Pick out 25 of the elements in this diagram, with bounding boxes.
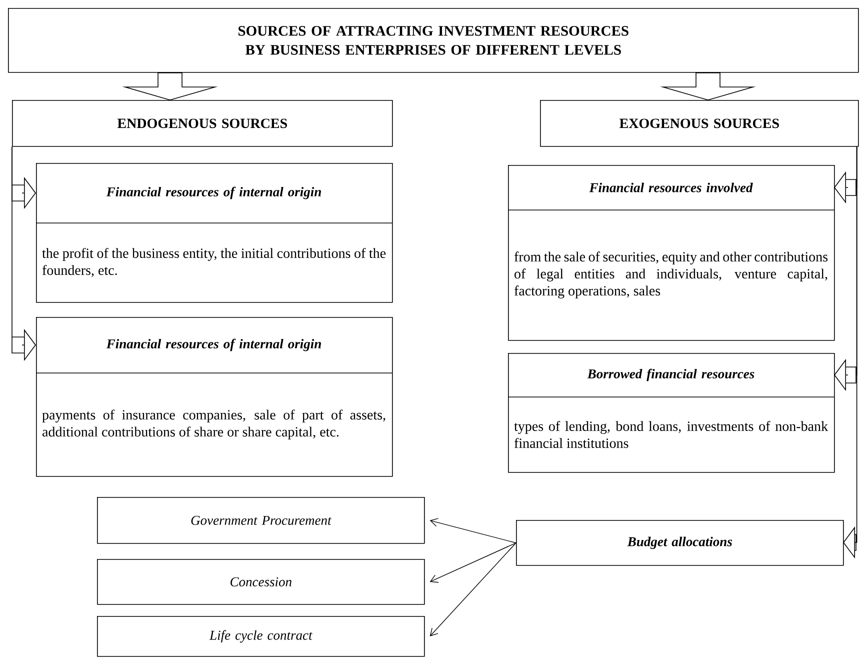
box-text: types of lending, bond loans, investments of non-bank financial institutions <box>514 421 828 448</box>
option-box: Life cycle contract <box>97 616 425 657</box>
box-text: from the sale of securities, equity and other contributions of legal entities and individuals, venture capital, factoring operations, sales <box>514 252 828 298</box>
arrow <box>430 542 516 583</box>
arrow <box>430 518 516 544</box>
box-text: payments of insurance companies, sale of part of assets, additional contributions of share or share capital, etc. <box>42 410 386 440</box>
source-box <box>508 353 835 473</box>
block-arrow <box>843 146 858 559</box>
box-text: the profit of the business entity, the initial contributions of the founders, etc. <box>42 248 386 277</box>
block-arrow <box>122 72 218 100</box>
category-box: ENDOGENOUS SOURCES <box>12 100 393 147</box>
block-arrow <box>660 72 756 100</box>
box-heading: Financial resources involved <box>589 182 753 192</box>
box-heading: Borrowed financial resources <box>587 368 754 382</box>
source-box <box>508 165 835 341</box>
category-box: EXOGENOUS SOURCES <box>540 100 859 147</box>
budget-box: Budget allocations <box>516 520 844 566</box>
title-box: SOURCES OF ATTRACTING INVESTMENT RESOURCES BY BUSINESS ENTERPRISES OF DIFFERENT LEVELS <box>8 8 859 73</box>
box-heading: Financial resources of internal origin <box>106 186 321 200</box>
option-box: Concession <box>97 559 425 605</box>
arrow <box>430 542 516 636</box>
source-box <box>36 163 393 303</box>
option-box: Government Procurement <box>97 497 425 544</box>
box-heading: Financial resources of internal origin <box>106 338 321 352</box>
source-box <box>36 317 393 477</box>
